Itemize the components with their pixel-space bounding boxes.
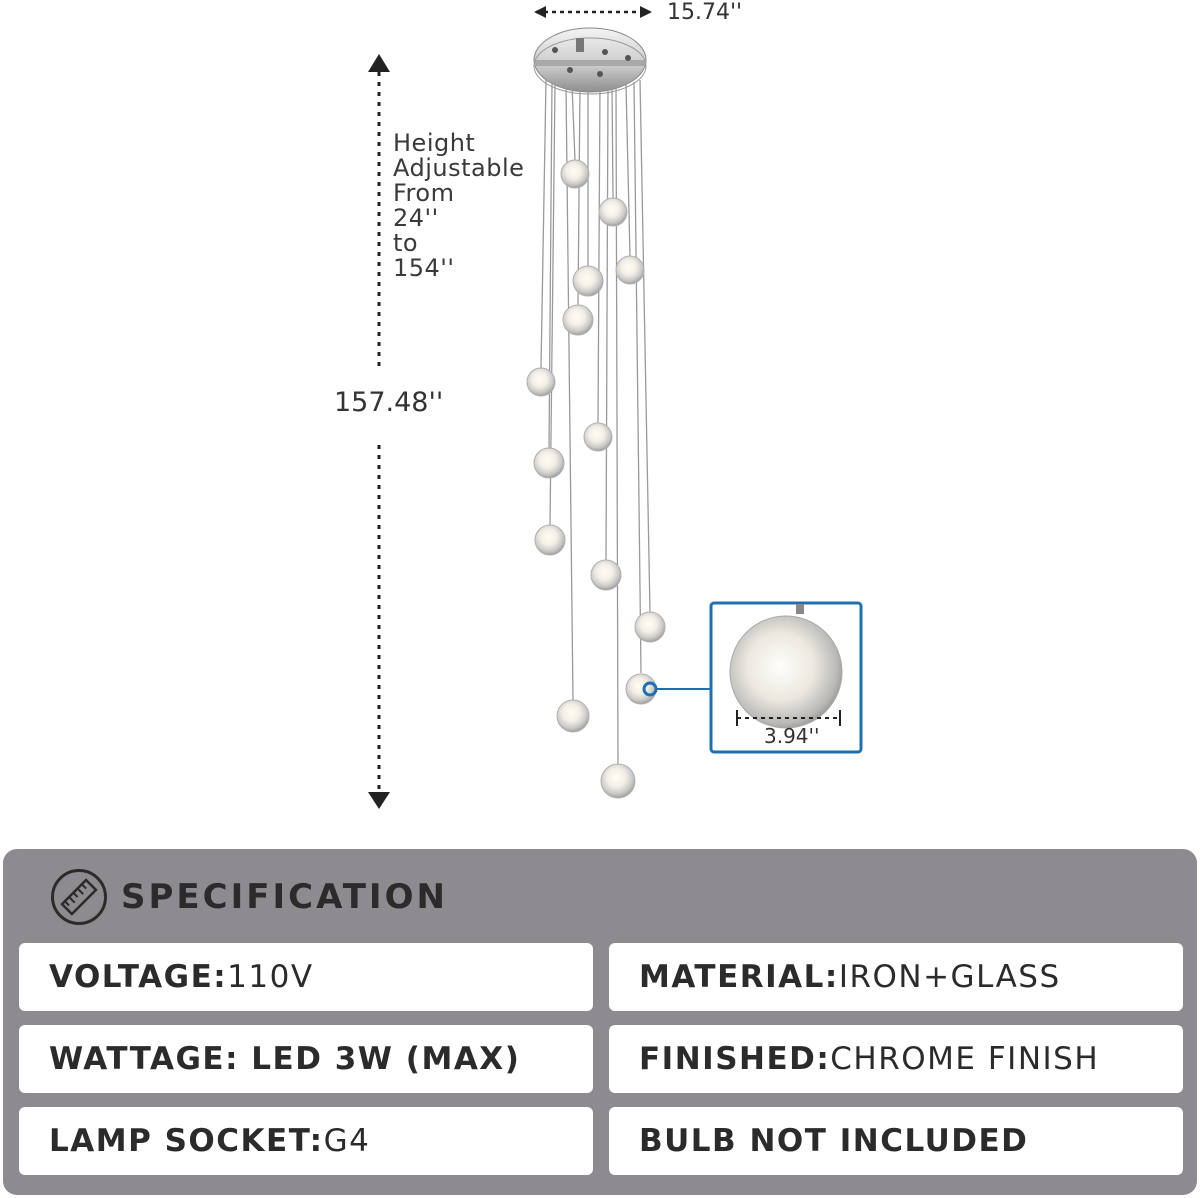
height-dimension-arrow (368, 54, 390, 809)
globe (534, 524, 566, 556)
globe (600, 763, 636, 799)
spec-key: WATTAGE: LED 3W (MAX) (49, 1041, 521, 1077)
globe-diameter-label: 3.94'' (764, 724, 820, 748)
specification-panel: SPECIFICATION VOLTAGE:110V MATERIAL:IRON… (3, 849, 1197, 1195)
spec-key: VOLTAGE: (49, 959, 228, 995)
spec-material: MATERIAL:IRON+GLASS (609, 943, 1183, 1011)
globe (572, 265, 604, 297)
width-label: 15.74'' (667, 0, 743, 25)
ruler-in-circle-icon (51, 869, 107, 925)
spec-key: BULB NOT INCLUDED (639, 1123, 1029, 1159)
glass-globes (526, 159, 666, 799)
globe-callout (642, 601, 863, 754)
height-note-line: Height (393, 129, 476, 157)
spec-wattage: WATTAGE: LED 3W (MAX) (19, 1025, 593, 1093)
globe (560, 159, 590, 189)
pendant-wires (540, 79, 651, 766)
specification-title: SPECIFICATION (121, 877, 448, 917)
chandelier-illustration (368, 6, 863, 809)
specification-header: SPECIFICATION (51, 867, 448, 927)
globe (526, 367, 556, 397)
spec-value: G4 (323, 1123, 371, 1159)
spec-key: MATERIAL: (639, 959, 839, 995)
height-note-line: From (393, 179, 455, 207)
height-note-line: 24'' (393, 204, 439, 232)
spec-lamp-socket: LAMP SOCKET:G4 (19, 1107, 593, 1175)
spec-finish: FINISHED:CHROME FINISH (609, 1025, 1183, 1093)
globe (598, 197, 628, 227)
spec-value: IRON+GLASS (838, 959, 1061, 995)
globe (556, 699, 590, 733)
height-note-line: to (393, 229, 419, 257)
globe (533, 447, 565, 479)
spec-key: FINISHED: (639, 1041, 831, 1077)
spec-value: 110V (227, 959, 314, 995)
globe (583, 422, 613, 452)
globe (625, 673, 657, 705)
globe (562, 304, 594, 336)
spec-value: CHROME FINISH (830, 1041, 1100, 1077)
spec-bulb-note: BULB NOT INCLUDED (609, 1107, 1183, 1175)
total-height-label: 157.48'' (334, 385, 444, 420)
height-adjustable-note: Height Adjustable From 24'' to 154'' (393, 131, 524, 281)
globe (634, 611, 666, 643)
ceiling-canopy (533, 27, 647, 95)
spec-voltage: VOLTAGE:110V (19, 943, 593, 1011)
height-note-line: 154'' (393, 254, 455, 282)
width-dimension-arrow (534, 6, 652, 18)
spec-key: LAMP SOCKET: (49, 1123, 324, 1159)
height-note-line: Adjustable (393, 154, 525, 182)
globe (590, 559, 622, 591)
globe (615, 255, 645, 285)
